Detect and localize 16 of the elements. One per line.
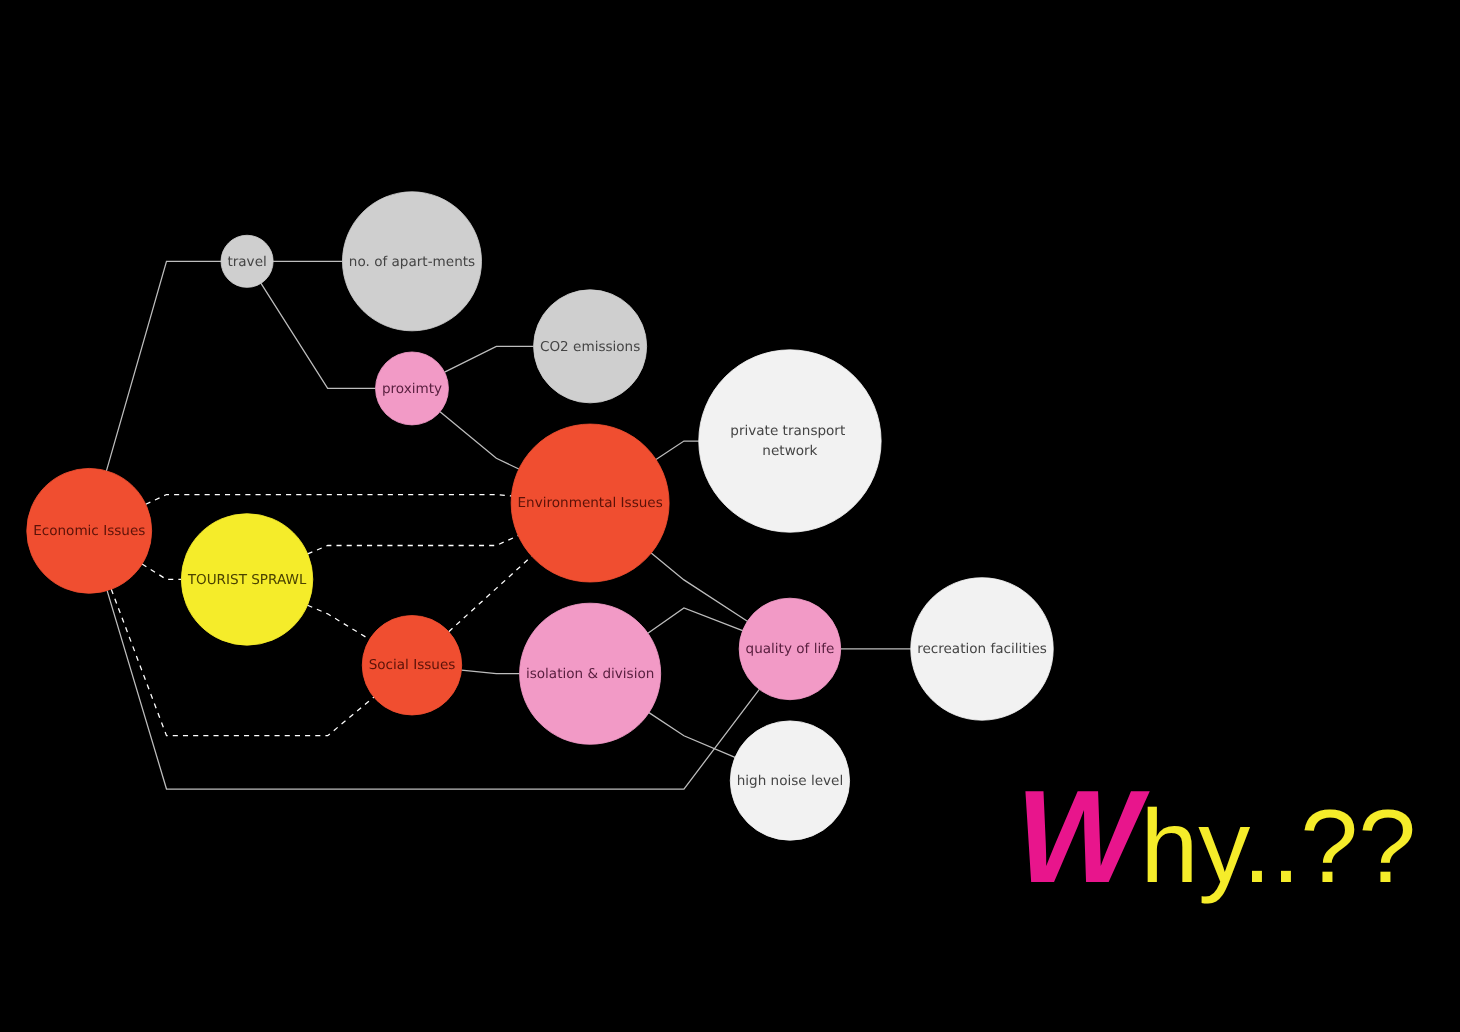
- connector: [260, 282, 377, 390]
- why-heading: Why..??: [1015, 760, 1416, 912]
- connector: [443, 345, 535, 373]
- connector: [105, 260, 222, 472]
- connector: [650, 552, 749, 622]
- connector: [439, 411, 520, 470]
- connector: [145, 493, 513, 505]
- connector: [106, 590, 760, 790]
- connector: [110, 588, 375, 737]
- connector: [460, 669, 521, 675]
- connector: [655, 440, 700, 461]
- connector: [647, 607, 744, 634]
- connector: [448, 555, 533, 633]
- connector: [272, 260, 344, 262]
- connector: [840, 648, 912, 650]
- connector: [648, 712, 736, 758]
